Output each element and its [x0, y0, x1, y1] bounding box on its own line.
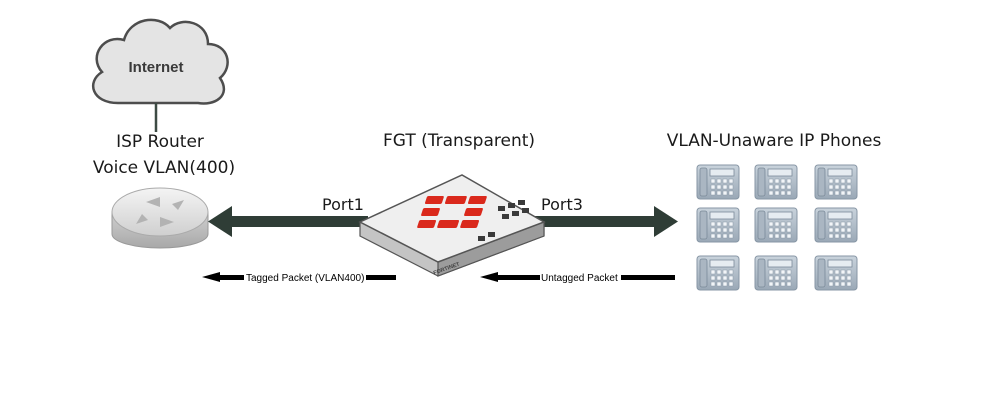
fortigate-title: FGT (Transparent) — [382, 131, 536, 151]
router-title-line2: Voice VLAN(400) — [92, 158, 236, 178]
ip-phone-icon — [754, 255, 798, 291]
ip-phone-icon — [814, 255, 858, 291]
ip-phones-group — [696, 164, 858, 291]
untagged-packet-label: Untagged Packet — [541, 273, 618, 284]
router-title-line1: ISP Router — [116, 132, 204, 152]
phones-title: VLAN-Unaware IP Phones — [666, 131, 882, 151]
router-icon — [111, 187, 209, 249]
ip-phone-icon — [754, 207, 798, 243]
port3-label: Port3 — [541, 195, 583, 214]
ip-phone-icon — [814, 164, 858, 200]
ip-phone-icon — [696, 207, 740, 243]
port1-label: Port1 — [322, 195, 364, 214]
ip-phone-icon — [754, 164, 798, 200]
port1-link-arrow — [208, 206, 368, 237]
ip-phone-icon — [696, 164, 740, 200]
ip-phone-icon — [696, 255, 740, 291]
port3-link-arrow — [530, 206, 678, 237]
tagged-packet-label: Tagged Packet (VLAN400) — [246, 273, 364, 284]
internet-label: Internet — [128, 59, 183, 76]
untagged-packet-arrow — [480, 272, 675, 282]
tagged-packet-arrow — [202, 272, 396, 282]
internet-cloud-icon — [92, 18, 229, 105]
fortigate-device-icon — [358, 174, 546, 277]
ip-phone-icon — [814, 207, 858, 243]
